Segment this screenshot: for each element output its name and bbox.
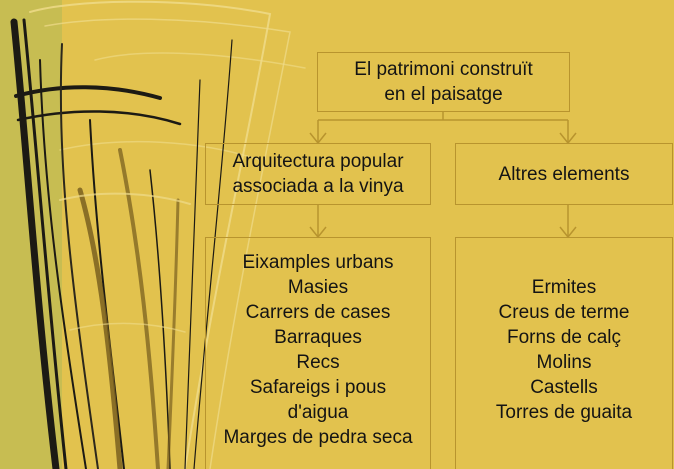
branch-node-arquitectura-line-1: Arquitectura popular xyxy=(232,151,404,172)
root-node-line-1: El patrimoni construït xyxy=(354,59,533,80)
branch-node-arquitectura-line-2: associada a la vinya xyxy=(232,176,404,197)
sketched-glass-drawing xyxy=(10,0,306,469)
list-item: Safareigs i pous xyxy=(249,377,387,398)
list-item: Eixamples urbans xyxy=(242,252,394,273)
list-item: d'aigua xyxy=(287,402,349,423)
list-node-arquitectura: Eixamples urbans Masies Carrers de cases… xyxy=(205,237,431,469)
list-item: Torres de guaita xyxy=(495,402,633,423)
list-item: Masies xyxy=(287,277,349,298)
list-item: Castells xyxy=(530,377,598,398)
branch-node-altres: Altres elements xyxy=(455,143,673,205)
list-item: Carrers de cases xyxy=(245,302,391,323)
root-node-line-2: en el paisatge xyxy=(384,84,503,105)
list-item: Barraques xyxy=(274,327,362,348)
list-item: Forns de calç xyxy=(506,327,622,348)
list-node-altres: Ermites Creus de terme Forns de calç Mol… xyxy=(455,237,673,469)
list-item: Marges de pedra seca xyxy=(223,427,413,448)
root-node: El patrimoni construït en el paisatge xyxy=(317,52,570,112)
list-item: Recs xyxy=(296,352,340,373)
list-item: Ermites xyxy=(531,277,597,298)
list-item: Molins xyxy=(536,352,592,373)
branch-node-altres-title: Altres elements xyxy=(498,163,630,185)
list-item: Creus de terme xyxy=(498,302,630,323)
branch-node-arquitectura: Arquitectura popular associada a la viny… xyxy=(205,143,431,205)
